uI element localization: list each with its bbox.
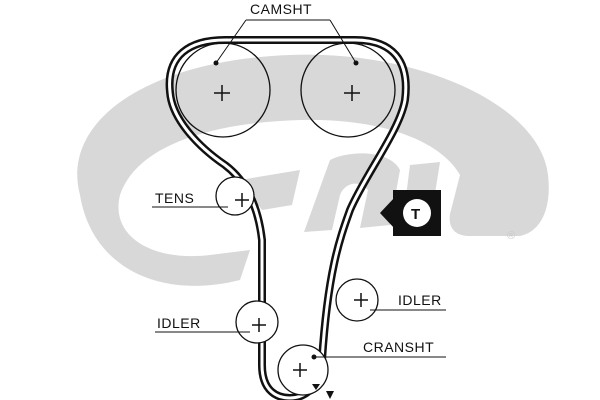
camshaft-label: CAMSHT (250, 1, 312, 17)
tension-badge-icon: T (380, 190, 441, 236)
tension-badge-letter: T (411, 206, 420, 223)
brand-watermark (77, 54, 549, 286)
plus-icon (252, 318, 266, 332)
idler-right-label: IDLER (398, 292, 442, 308)
timing-mark-triangle-icon (326, 391, 334, 399)
tensioner-pulley (215, 176, 255, 216)
idler-pulley-right (335, 278, 379, 322)
idler-left-label: IDLER (157, 315, 201, 331)
tensioner-label: TENS (155, 190, 194, 206)
camshaft-leaders (215, 19, 357, 64)
plus-icon (235, 193, 249, 207)
plus-icon (344, 85, 360, 101)
plus-icon (293, 363, 307, 377)
idler-pulley-left (235, 300, 279, 344)
registered-mark: ® (507, 230, 515, 242)
plus-icon (354, 293, 368, 307)
plus-icon (214, 85, 230, 101)
crankshaft-pulley (277, 344, 329, 396)
crankshaft-label: CRANSHT (363, 339, 434, 355)
triangle-arrow-icon (312, 384, 320, 390)
camshaft-pulley-right (300, 42, 396, 138)
